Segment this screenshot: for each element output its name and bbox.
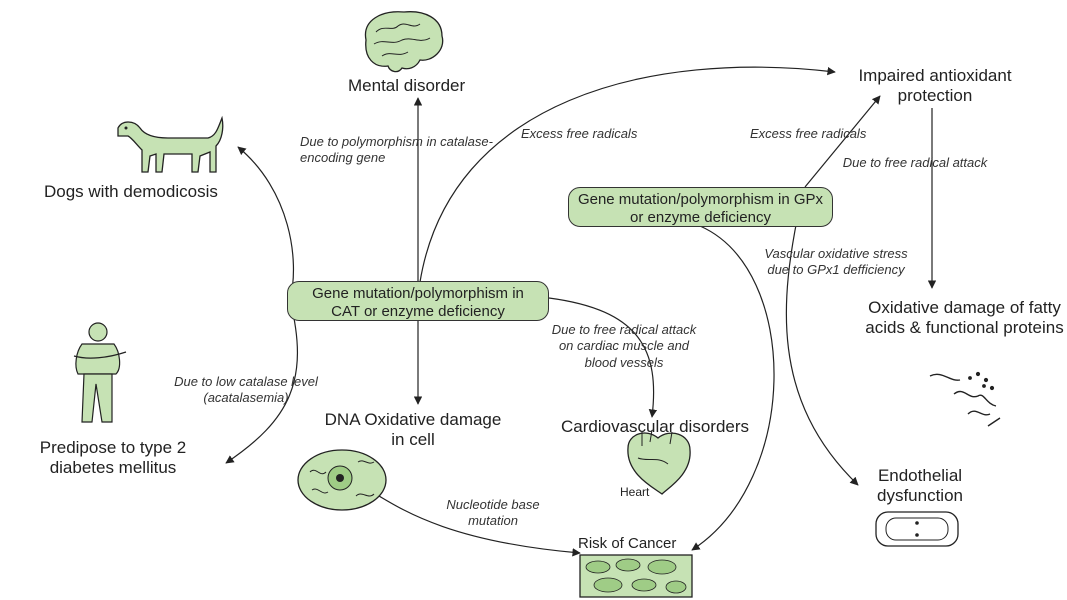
arrow-gpx-to-cancer [691, 225, 775, 551]
gpx-deficiency-box: Gene mutation/polymorphism in GPx or enz… [568, 187, 833, 227]
damaged-fibers-icon [929, 371, 1001, 427]
note-catalase-gene: Due to polymorphism in catalase-encoding… [300, 134, 493, 166]
dna-damage-label: DNA Oxidative damage in cell [324, 410, 502, 449]
endothelial-dysfunction-label: Endothelial dysfunction [877, 466, 963, 505]
arrow-cat-to-impaired [419, 66, 836, 283]
heart-caption: Heart [620, 485, 650, 499]
brain-icon [364, 11, 444, 73]
note-nucleotide-mutation: Nucleotide base mutation [446, 497, 540, 529]
arrow-gpx-to-impaired [804, 95, 881, 188]
cell-icon [297, 449, 387, 511]
note-free-radical-attack: Due to free radical attack [842, 155, 988, 170]
cancer-risk-label: Risk of Cancer [578, 535, 677, 552]
cat-deficiency-box: Gene mutation/polymorphism in CAT or enz… [287, 281, 549, 321]
cardiovascular-label: Cardiovascular disorders [561, 417, 750, 436]
diabetes-label: Predipose to type 2 diabetes mellitus [39, 438, 187, 477]
mental-disorder-label: Mental disorder [348, 76, 466, 95]
dogs-demodicosis-label: Dogs with demodicosis [44, 182, 218, 201]
heart-icon [627, 429, 691, 495]
arrow-cat-to-cardio [548, 297, 658, 418]
dog-icon [117, 115, 224, 173]
man-icon [73, 322, 127, 423]
cancer-tissue-icon [579, 554, 693, 598]
arrow-gpx-to-endothelial [785, 204, 859, 486]
arrow-cat-to-diabetes [225, 299, 298, 464]
note-cardiac-attack: Due to free radical attack on cardiac mu… [551, 322, 697, 370]
note-vascular-stress: Vascular oxidative stress due to GPx1 de… [764, 246, 908, 278]
note-excess-radicals-1: Excess free radicals [521, 126, 638, 141]
note-excess-radicals-2: Excess free radicals [750, 126, 867, 141]
oxidative-damage-label: Oxidative damage of fatty acids & functi… [865, 298, 1064, 337]
endothelial-cell-icon [875, 511, 959, 547]
arrow-cat-to-dogs [237, 146, 295, 301]
note-low-catalase: Due to low catalase level (acatalasemia) [174, 374, 318, 406]
impaired-protection-label: Impaired antioxidant protection [858, 66, 1012, 105]
